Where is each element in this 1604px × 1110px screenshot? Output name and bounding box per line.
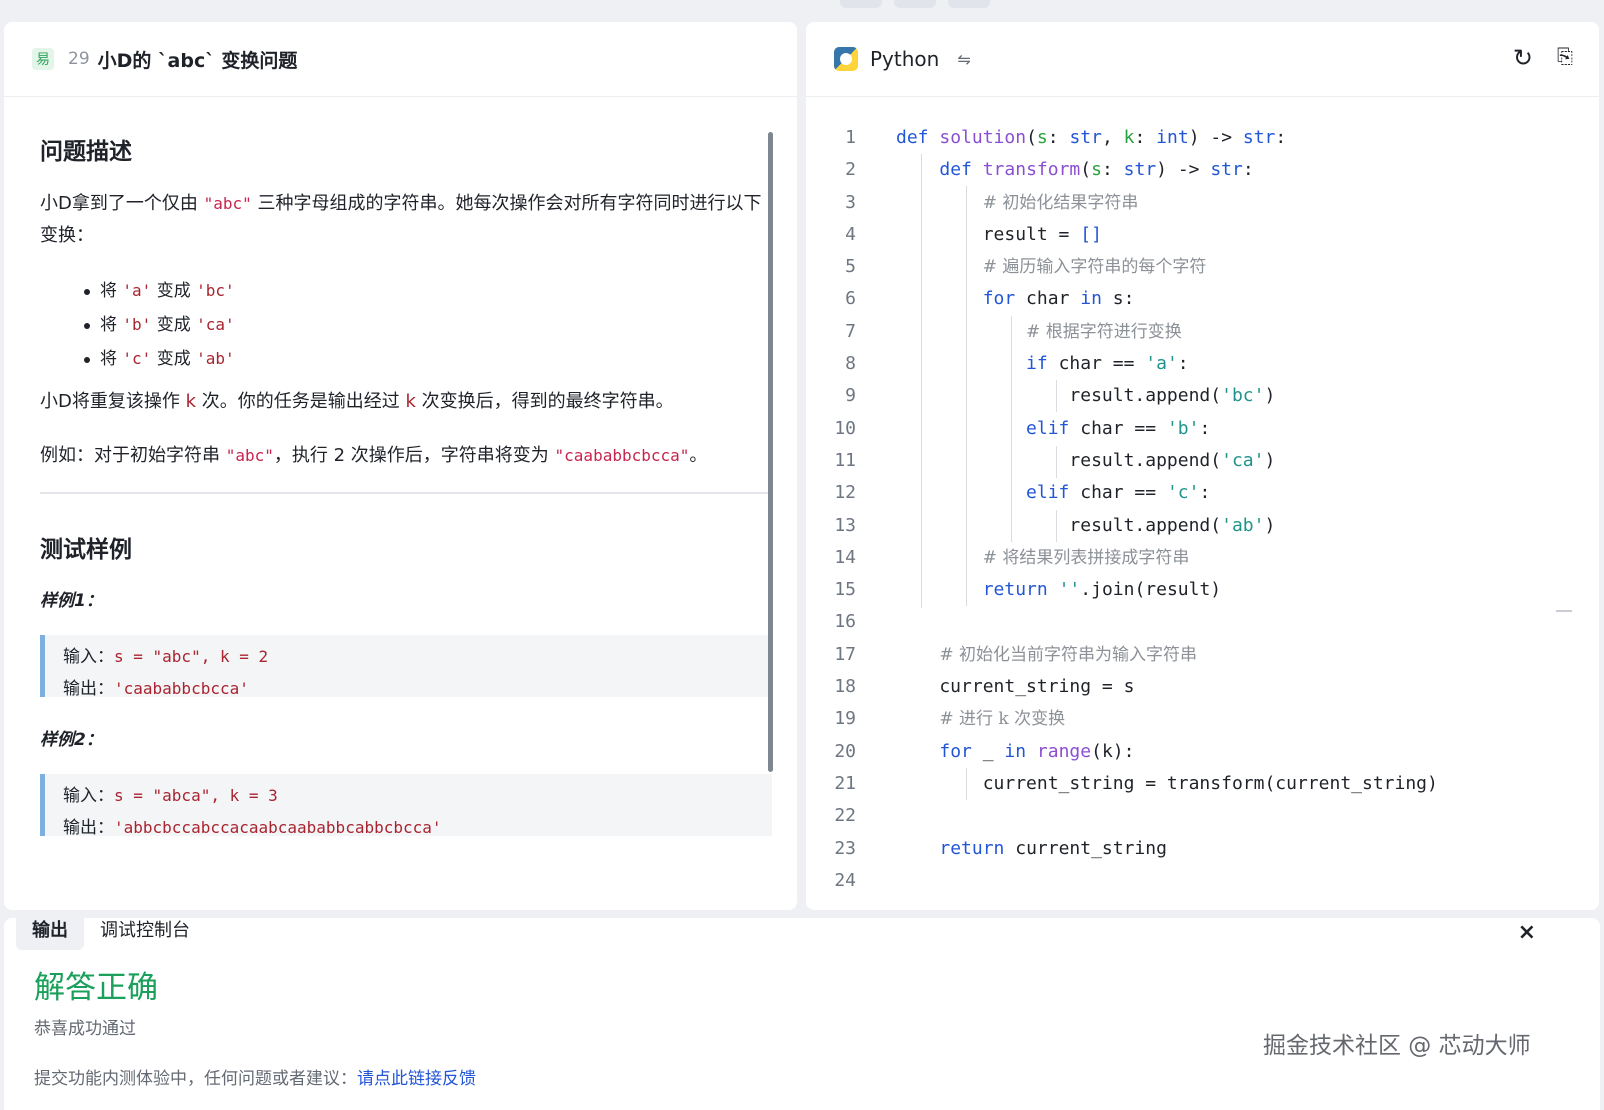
language-selector[interactable]: Python [870,47,940,71]
code-line: 11 result.append('ca') [834,449,1276,471]
code-line: 20 for _ in range(k): [834,740,1135,762]
feedback-text: 提交功能内测体验中，任何问题或者建议：请点此链接反馈 [34,1069,476,1089]
difficulty-badge: 易 [32,48,54,70]
indent-guide [1011,316,1012,542]
tab-output[interactable]: 输出 [16,918,84,950]
problem-title: 小D的 `abc` 变换问题 [97,49,298,72]
indent-guide [966,186,967,606]
code-line: 12 elif char == 'c': [834,482,1211,504]
swap-language-icon[interactable]: ⇋ [957,49,971,69]
code-line: 16 [834,611,856,633]
code-line: 6 for char in s: [845,288,1135,310]
code-line: 19 # 进行 k 次变换 [834,708,1066,730]
code-line: 15 return ''.join(result) [834,579,1222,601]
indent-guide [1056,380,1057,412]
example-1-box: 输入：s = "abc", k = 2 输出：'caababbcbcca' [40,635,772,699]
code-line: 13 result.append('ab') [834,514,1276,536]
example-2-output: 输出：'abbcbccabccacaabcaababbcabbcbcca' [63,818,442,838]
close-icon[interactable]: × [1517,920,1536,945]
task-paragraph: 小D将重复该操作 k 次。你的任务是输出经过 k 次变换后，得到的最终字符串。 [40,391,674,412]
code-line: 5 # 遍历输入字符串的每个字符 [845,256,1207,278]
intro-paragraph: 小D拿到了一个仅由 "abc" 三种字母组成的字符串。她每次操作会对所有字符同时… [40,193,762,246]
problem-header: 易 29 小D的 `abc` 变换问题 [4,22,797,97]
tab-debug-console[interactable]: 调试控制台 [100,920,190,941]
indent-guide [1056,510,1057,542]
description-heading: 问题描述 [40,139,132,165]
code-line: 3 # 初始化结果字符串 [845,191,1139,213]
example-2-label: 样例2： [40,730,103,750]
code-line: 22 [834,805,856,827]
rule-item: 将 'a' 变成 'bc' [40,274,772,308]
example-paragraph: 例如：对于初始字符串 "abc"，执行 2 次操作后，字符串将变为 "caaba… [40,445,708,466]
top-handles [840,0,990,8]
code-line: 9 result.append('bc') [845,385,1276,407]
divider [40,492,772,494]
code-line: 17 # 初始化当前字符串为输入字符串 [834,643,1198,665]
rule-item: 将 'c' 变成 'ab' [40,342,772,376]
indent-guide [921,154,922,608]
result-subtitle: 恭喜成功通过 [34,1019,136,1039]
code-line: 7 # 根据字符进行变换 [845,320,1182,342]
code-line: 21 current_string = transform(current_st… [834,772,1438,794]
result-title: 解答正确 [34,970,158,1006]
output-panel: 输出 调试控制台 × 解答正确 恭喜成功通过 提交功能内测体验中，任何问题或者建… [4,918,1600,1110]
problem-number: 29 [68,49,90,69]
code-line: 18 current_string = s [834,676,1135,698]
tests-heading: 测试样例 [40,537,132,563]
rule-item: 将 'b' 变成 'ca' [40,308,772,342]
reset-icon[interactable]: ↻ [1512,44,1533,72]
indent-guide [966,768,967,800]
code-line: 10 elif char == 'b': [834,417,1211,439]
description-scrollbar[interactable] [768,132,773,772]
example-2-box: 输入：s = "abca", k = 3 输出：'abbcbccabccacaa… [40,774,772,838]
code-line: 14 # 将结果列表拼接成字符串 [834,546,1190,568]
indent-guide [1056,446,1057,478]
problem-panel: 易 29 小D的 `abc` 变换问题 问题描述 小D拿到了一个仅由 "abc"… [4,22,797,910]
output-tabs: 输出 调试控制台 [16,918,206,950]
watermark: 掘金技术社区 @ 芯动大师 [1263,1033,1531,1059]
code-line: 4 result = [] [845,223,1102,245]
example-1-label: 样例1： [40,591,103,611]
editor-scroll-marker [1556,610,1572,612]
example-1-output: 输出：'caababbcbcca' [63,679,249,699]
python-icon [834,47,858,71]
example-2-input: 输入：s = "abca", k = 3 [63,786,278,806]
code-line: 23 return current_string [834,837,1167,859]
rule-list: 将 'a' 变成 'bc' 将 'b' 变成 'ca' 将 'c' 变成 'ab… [40,274,772,376]
code-line: 8 if char == 'a': [845,353,1189,375]
editor-header: Python ⇋ ↻ ⎘ [806,22,1599,97]
example-1-input: 输入：s = "abc", k = 2 [63,647,269,667]
format-icon[interactable]: ⎘ [1557,44,1573,68]
feedback-link[interactable]: 请点此链接反馈 [357,1069,476,1089]
code-line: 24 [834,869,856,891]
inline-code: "abc" [203,194,252,213]
problem-description: 问题描述 小D拿到了一个仅由 "abc" 三种字母组成的字符串。她每次操作会对所… [40,132,772,838]
code-line: 2 def transform(s: str) -> str: [845,159,1254,181]
